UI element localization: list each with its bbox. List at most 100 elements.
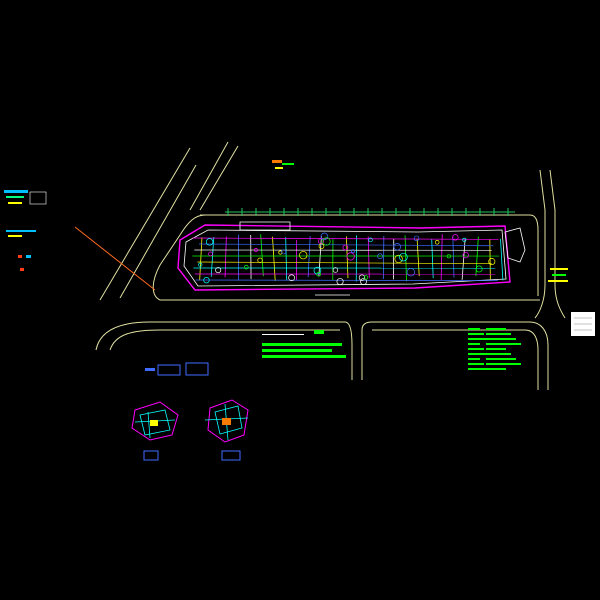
manhole-symbol [215,267,222,274]
manhole-symbol [377,253,383,260]
manhole-symbol [257,257,263,263]
manhole-symbol [462,237,467,242]
legend-swatch [468,358,480,360]
site-plan-layer [177,221,526,296]
legend-text-line [486,358,516,360]
detail-2-core [222,418,231,425]
pipe-segment [440,234,443,280]
legend-mark-3 [20,268,24,271]
legend-strip-2 [6,196,24,198]
manhole-symbol [446,254,451,259]
manhole-symbol [203,277,210,284]
manhole-symbol [299,251,308,260]
manhole-symbol [351,249,355,254]
left-legend [4,190,47,271]
tree-row-layer [225,208,515,216]
manhole-symbol [488,258,496,266]
manhole-symbol [208,251,213,257]
notes-heading [314,330,324,334]
legend-strip-3 [8,202,22,204]
legend-strip-5 [8,235,22,237]
notes-line-3 [262,355,346,358]
manhole-symbol [288,274,295,282]
detail-2-outline [207,399,249,443]
pipe-network [192,232,504,286]
manhole-symbol [368,237,373,243]
pipe-segment [500,238,504,281]
legend-swatch [468,338,488,340]
main-road-bottom-curve [109,329,340,351]
legend-strip-4 [6,230,36,232]
pipe-segment [367,236,370,279]
legend-swatch [468,348,484,350]
site-boundary-inner [183,229,507,287]
manhole-symbol [322,237,331,246]
roads-layer [74,141,566,390]
manhole-symbol [434,240,440,245]
diagonal-road-2-right [199,145,239,211]
detail-2-label-box [221,450,241,461]
pipe-segment [260,234,264,277]
pipe-segment [307,235,311,278]
pipe-segment [416,238,420,277]
legend-swatch [468,368,488,370]
legend-swatch [468,333,484,335]
detail-1-core [150,420,158,426]
manhole-symbol [316,271,321,277]
right-legend [548,268,595,336]
marker-green [282,163,294,165]
notes-block [262,330,346,358]
manhole-symbol [406,268,415,277]
marker-orange [272,160,282,163]
detail-1-outline [131,401,179,441]
manhole-symbol [399,252,408,262]
manhole-symbol [318,243,325,250]
pipe-segment [197,261,492,265]
legend-text-line [486,333,511,335]
title-marker [272,160,294,169]
blue-tag-1 [157,364,181,376]
notes-title-underline [262,334,304,335]
manhole-symbol [336,278,344,286]
pipe-segment [452,236,455,278]
manhole-symbol [394,254,403,264]
pipe-segment [199,237,203,281]
manhole-symbol [360,278,367,285]
manhole-symbol [413,235,420,242]
pipe-segment [210,237,215,277]
legend-text-line [486,343,521,345]
marker-yellow [275,167,283,169]
legend-text-line [486,328,506,330]
manhole-symbol [281,249,287,255]
detail-1 [131,401,179,461]
site-boundary [177,224,511,291]
manhole-symbol [278,250,283,255]
legend-text-line [486,353,511,355]
legend-block [468,328,521,370]
right-legend-2 [552,274,566,276]
east-annex [504,227,526,263]
manhole-symbol [332,267,339,273]
manhole-symbol [393,243,401,251]
legend-text-line [486,348,506,350]
pipe-segment [404,235,407,282]
right-road-top [361,321,549,390]
pipe-segment [461,239,466,280]
right-legend-3 [548,280,568,282]
legend-swatch [468,363,484,365]
notes-line-2 [262,349,332,352]
main-road-top-curve [95,321,353,380]
right-vertical-road-a [534,169,546,319]
legend-box [29,191,47,205]
pipe-segment [431,239,434,279]
notes-line-1 [262,343,342,346]
blue-tag-3 [145,368,155,371]
legend-text-line [486,338,516,340]
detail-1-label-box [143,450,159,461]
pipe-segment [272,236,276,281]
manhole-symbol [253,248,258,252]
legend-mark-2 [26,255,31,258]
diagonal-road-right-edge [119,164,197,299]
manhole-symbol [475,265,483,273]
